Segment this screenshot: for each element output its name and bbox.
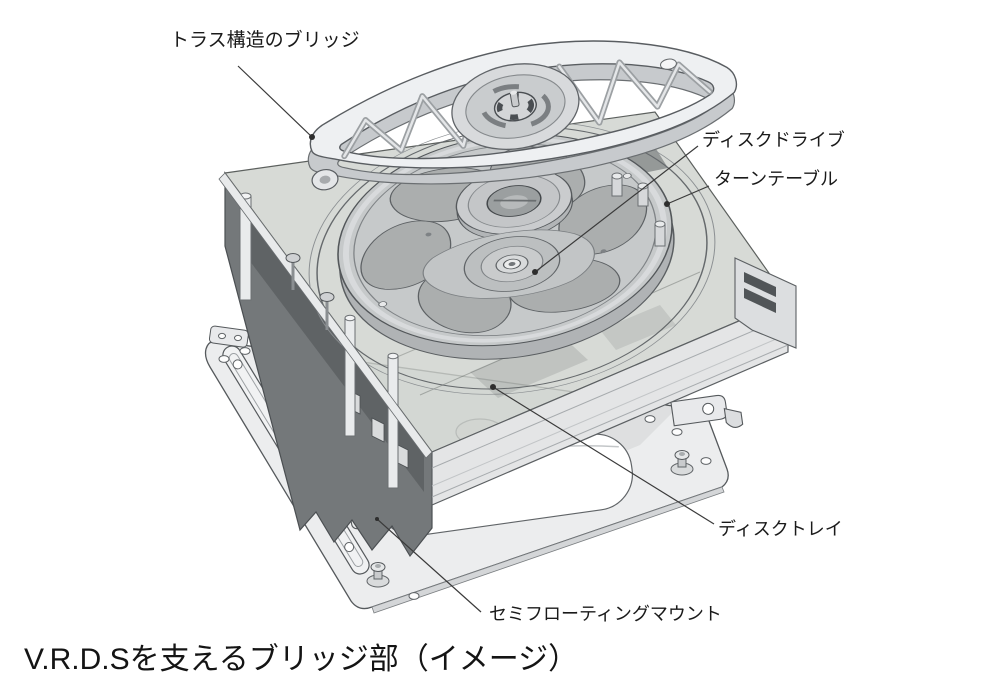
- chassis-pillars: [239, 192, 399, 489]
- label-semi-floating-mount: セミフローティングマウント: [489, 604, 722, 624]
- label-truss-bridge: トラス構造のブリッジ: [170, 30, 360, 51]
- label-disc-drive: ディスクドライブ: [702, 130, 845, 150]
- spindle-motor: [422, 229, 596, 299]
- leader-turntable: [666, 185, 710, 205]
- leader-semi-floating-mount: [376, 518, 482, 613]
- mount-screw: [366, 562, 390, 588]
- mount-screw: [670, 450, 694, 476]
- plate-edge: [371, 486, 725, 614]
- leader-dots: [309, 134, 670, 521]
- leader-truss-bridge: [237, 65, 313, 138]
- clamp-boss: [455, 167, 573, 241]
- bridge-hole: [660, 58, 677, 70]
- label-turntable: ターンテーブル: [714, 169, 839, 189]
- plate-right-bracket: [670, 394, 744, 428]
- leader-disc-drive: [534, 145, 699, 273]
- tray-end-cap: [734, 257, 797, 349]
- leader-disc-tray: [492, 386, 715, 525]
- standoff-posts: [285, 172, 666, 330]
- figure-caption: V.R.D.Sを支えるブリッジ部（イメージ）: [24, 643, 579, 676]
- plate-tab: [208, 325, 249, 348]
- leader-lines: [237, 65, 715, 613]
- truss-bridge: [297, 11, 745, 216]
- label-disc-tray: ディスクトレイ: [718, 519, 843, 539]
- tray-front-face: [431, 299, 789, 506]
- clamper-housing: [451, 63, 580, 151]
